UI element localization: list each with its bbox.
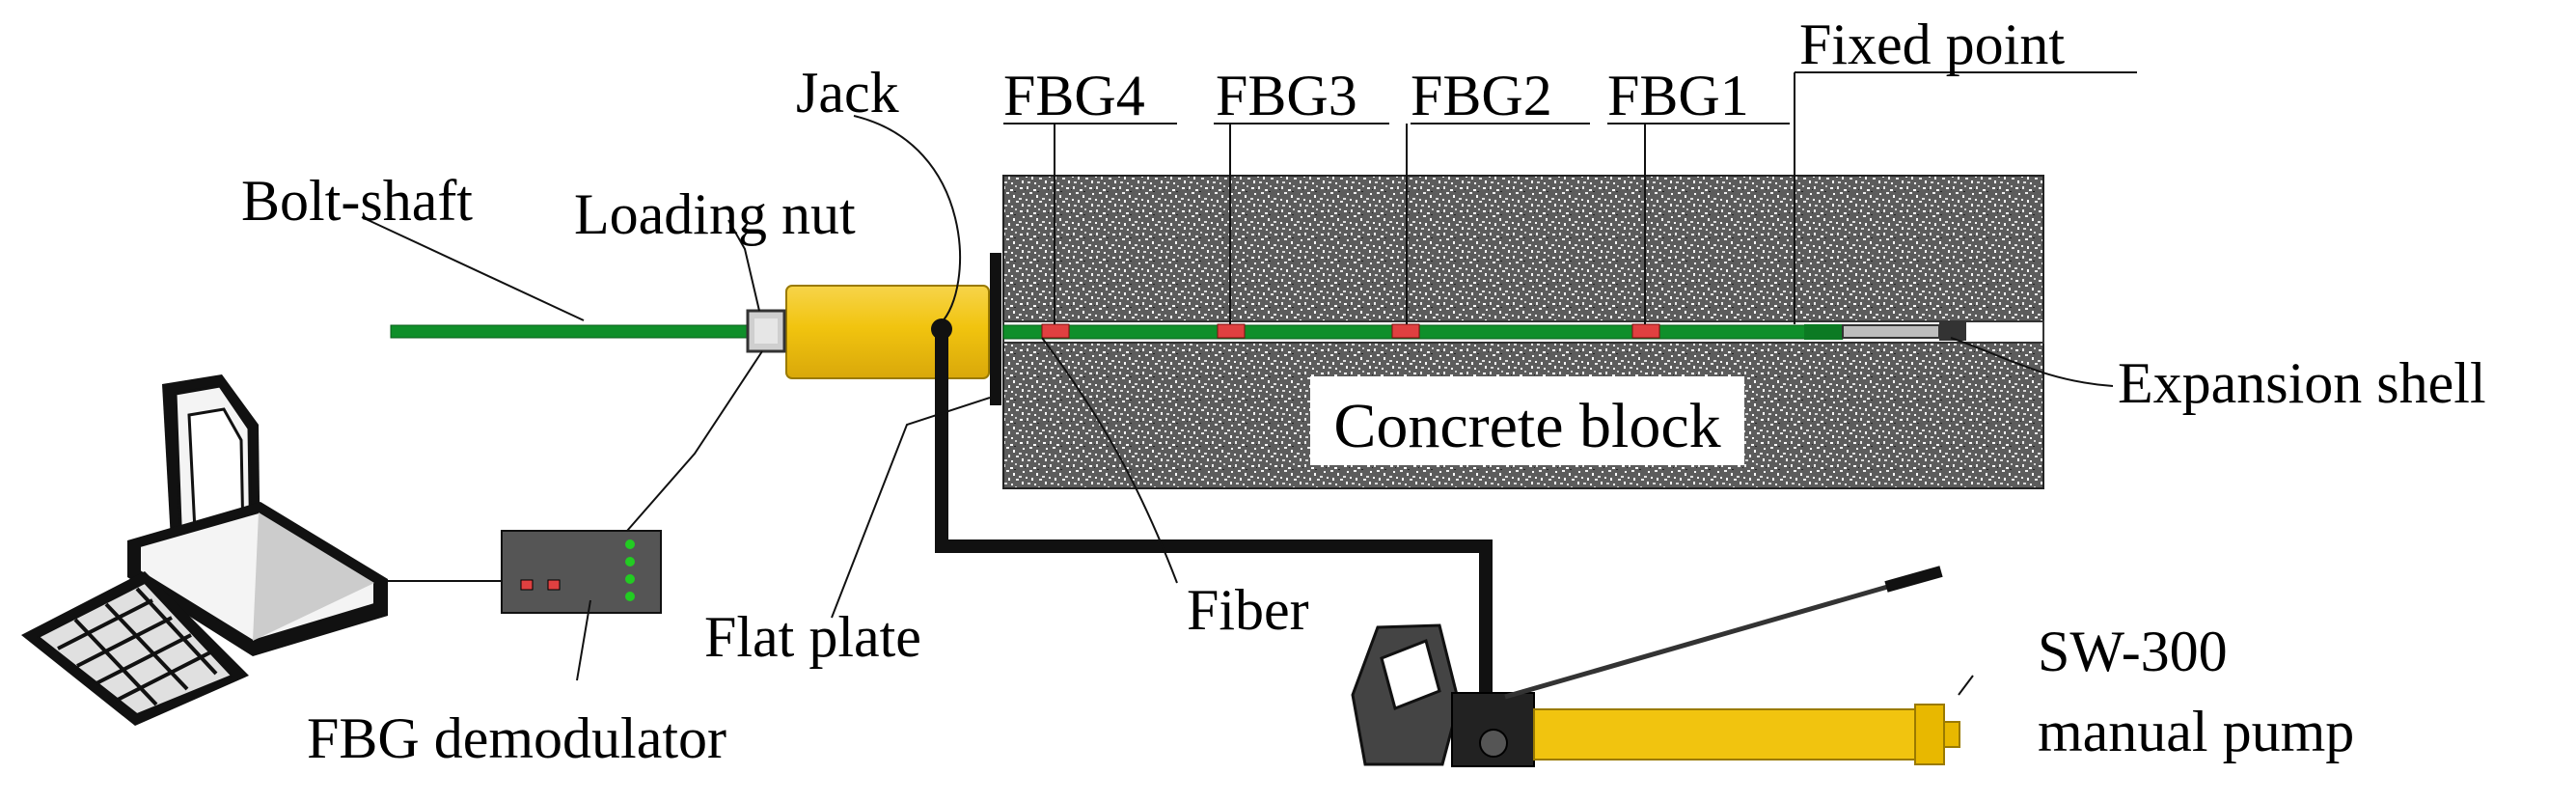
indicator-led — [625, 592, 635, 601]
pump-leader — [1958, 675, 1974, 696]
expansion-shell — [1842, 324, 1940, 339]
bolt-tip — [1804, 324, 1843, 340]
pump-end-cap — [1914, 704, 1945, 765]
fbg3-label: FBG3 — [1216, 64, 1357, 127]
fbg1-label: FBG1 — [1607, 64, 1749, 127]
jack-label: Jack — [796, 61, 899, 124]
pump-model-label: SW-300 — [2038, 620, 2228, 683]
expansion-shell-leader — [1950, 337, 2114, 387]
fbg3-marker — [1217, 323, 1246, 339]
fixed-point-label: Fixed point — [1799, 13, 2065, 76]
fiber-cable — [626, 350, 763, 532]
demodulator-leader — [576, 599, 591, 681]
fiber-label: Fiber — [1187, 578, 1309, 642]
bolt-shaft-leader — [361, 216, 585, 321]
fbg-demodulator-label: FBG demodulator — [307, 706, 726, 770]
demodulator-port — [547, 579, 561, 591]
indicator-led — [625, 539, 635, 549]
concrete-block-label-box — [1310, 376, 1744, 465]
keyboard-icon — [21, 571, 249, 726]
fbg2-marker — [1391, 323, 1420, 339]
demodulator-port — [520, 579, 534, 591]
loading-nut — [746, 309, 786, 353]
fbg1-marker — [1631, 323, 1660, 339]
hydraulic-hose — [935, 329, 1493, 709]
fbg4-marker — [1041, 323, 1070, 339]
expansion-shell-end — [1939, 321, 1966, 341]
pump-valve — [1479, 729, 1508, 758]
pump-type-label: manual pump — [2038, 700, 2354, 763]
indicator-led — [625, 557, 635, 567]
loading-nut-label: Loading nut — [574, 182, 856, 246]
fbg-demodulator — [501, 530, 662, 614]
fbg4-label: FBG4 — [1003, 64, 1145, 127]
bolt-shaft — [390, 324, 754, 339]
pump-cylinder — [1533, 708, 1916, 761]
loading-nut-leader — [727, 219, 760, 312]
concrete-block-label: Concrete block — [1333, 391, 1720, 461]
demodulator-box — [501, 530, 662, 614]
computer-icon — [127, 374, 388, 656]
indicator-led — [625, 574, 635, 584]
fiber-leader — [1041, 337, 1178, 584]
loading-nut-face — [754, 318, 778, 344]
pump-handle-icon — [1504, 583, 1892, 700]
fbg2-label: FBG2 — [1411, 64, 1552, 127]
bolt-shaft-label: Bolt-shaft — [241, 169, 473, 233]
pump-nozzle — [1943, 721, 1960, 748]
bolt-embedded — [1002, 324, 1844, 340]
flat-plate — [990, 253, 1001, 405]
jack-leader — [853, 115, 961, 324]
jack-cylinder — [785, 285, 990, 379]
flat-plate-label: Flat plate — [704, 605, 921, 669]
flat-plate-leader — [831, 397, 991, 619]
manual-pump — [1351, 566, 1960, 767]
pump-grip — [1884, 566, 1943, 593]
pump-gauge — [1380, 638, 1441, 711]
leader-lines — [361, 71, 2137, 696]
expansion-shell-label: Expansion shell — [2118, 351, 2486, 415]
